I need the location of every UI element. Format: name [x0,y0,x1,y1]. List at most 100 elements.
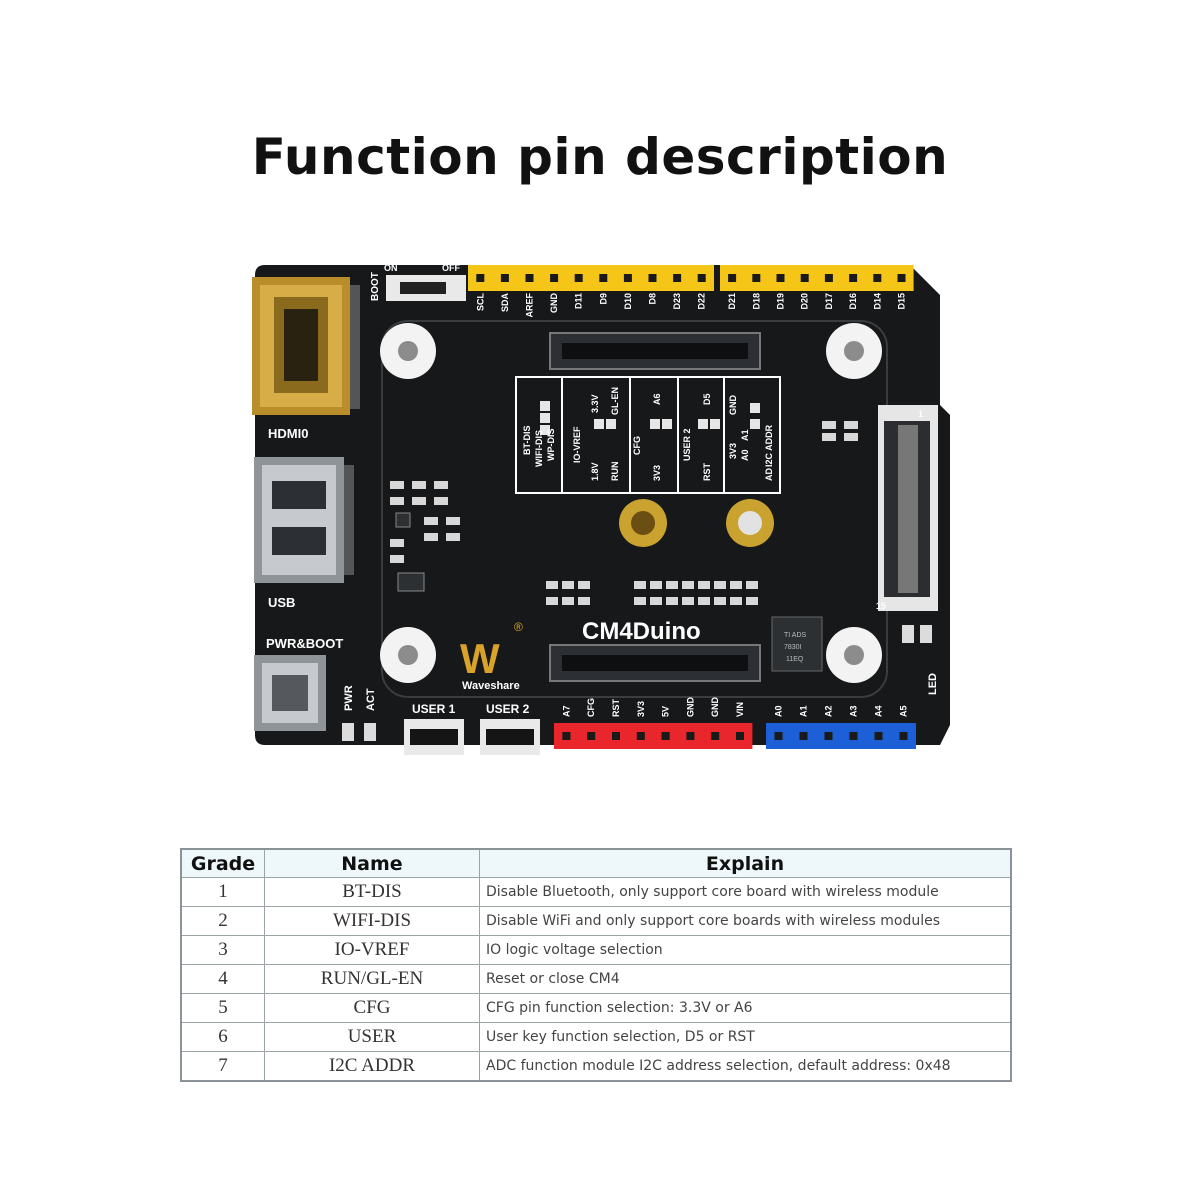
io-vref-top: 3.3V [590,394,600,413]
cell-name: CFG [264,993,480,1023]
header-explain: Explain [479,848,1012,878]
table-row: 6 USER User key function selection, D5 o… [180,1022,1012,1052]
top-right-header-pin [800,274,809,282]
svg-text:®: ® [514,620,523,634]
red-header-pin-label: VIN [735,702,745,717]
table-row: 5 CFG CFG pin function selection: 3.3V o… [180,993,1012,1023]
svg-text:TI ADS: TI ADS [784,632,807,639]
cm4duino-board: HDMI0 USB PWR&BOOT PWR ACT BOOT ON OFF S… [252,263,950,755]
top-left-header-pin [673,274,682,282]
top-left-header-pin-label: D10 [623,293,633,310]
gold-standoffs [619,499,774,547]
top-right-header-pin [824,274,833,282]
red-header-pin [587,732,596,740]
top-left-header-pin [550,274,559,282]
user-bottom: RST [702,462,712,481]
boot-off-label: OFF [442,263,460,273]
waveshare-logo: W ® [460,620,523,682]
cell-grade: 7 [180,1051,265,1082]
usb-c-port [254,655,326,731]
top-right-header-pin-label: D21 [727,293,737,310]
led-pwr-label: PWR [343,685,355,711]
led-act-label: ACT [365,688,377,711]
blue-header-pin-label: A0 [774,705,784,717]
user2-button[interactable] [480,719,540,755]
top-left-header-strip [468,265,714,291]
top-right-header-pin-label: D19 [776,293,786,310]
boot-on-label: ON [384,263,398,273]
blue-header-pin-label: A5 [899,705,909,717]
top-right-header-pin-label: D14 [872,293,882,310]
top-left-header-pin-label: D8 [648,293,658,305]
blue-header-pin-label: A4 [874,705,884,717]
red-header-pin-label: GND [710,697,720,718]
blue-header-pin [824,732,833,740]
top-right-header-pin [728,274,737,282]
blue-header-strip [766,723,916,749]
io-vref-label: IO-VREF [572,426,582,463]
red-header-pin-label: 5V [661,706,671,717]
wp-dis-label: WP-DIS [546,429,556,462]
top-left-header-pin-label: D9 [598,293,608,305]
top-left-header-pin [525,274,534,282]
hdmi-label: HDMI0 [268,426,308,441]
cell-grade: 2 [180,906,265,936]
led-label: LED [927,673,939,695]
top-right-header-pin-label: D15 [897,293,907,310]
top-left-header-pin-label: D11 [574,293,584,309]
header-grade: Grade [180,848,265,878]
cell-explain: Disable Bluetooth, only support core boa… [479,877,1012,907]
blue-header-pin [899,732,908,740]
adc-chip [771,616,823,672]
header-bottom-red [554,723,753,749]
top-left-header-pin-label: SCL [475,292,485,311]
user1-button[interactable] [404,719,464,755]
red-header-pin [562,732,571,740]
top-left-header-pin [476,274,485,282]
top-right-header-pin [897,274,906,282]
top-right-header-pin [873,274,882,282]
top-right-header-pin [849,274,858,282]
cell-explain: CFG pin function selection: 3.3V or A6 [479,993,1012,1023]
i2c-addr-label: I2C ADDR [764,424,774,467]
board-name: CM4Duino [582,618,701,645]
red-header-pin [686,732,695,740]
top-right-header-pin-label: D20 [800,293,810,310]
jumper-pins [540,401,760,435]
table-row: 1 BT-DIS Disable Bluetooth, only support… [180,877,1012,907]
top-right-header-strip [720,265,914,291]
usb-label: USB [268,595,295,610]
table-row: 4 RUN/GL-EN Reset or close CM4 [180,964,1012,994]
header-name: Name [264,848,480,878]
cell-grade: 1 [180,877,265,907]
cell-grade: 6 [180,1022,265,1052]
blue-header-pin-label: A3 [849,705,859,717]
top-right-header-pin-label: D16 [848,293,858,310]
cell-name: RUN/GL-EN [264,964,480,994]
top-left-header-pin-label: GND [549,293,559,314]
user1-label: USER 1 [412,702,456,716]
cfg-label: CFG [632,436,642,455]
top-left-header-pin-label: AREF [525,292,535,317]
cell-explain: User key function selection, D5 or RST [479,1022,1012,1052]
table-row: 3 IO-VREF IO logic voltage selection [180,935,1012,965]
run-label: RUN [610,462,620,482]
blue-header-pin-label: A1 [799,705,809,717]
top-left-header-pin [697,274,706,282]
cfg-bottom: 3V3 [652,465,662,481]
blue-header-pin [799,732,808,740]
top-right-header-pin-label: D17 [824,293,834,310]
svg-text:W: W [460,635,500,682]
blue-header-pin [874,732,883,740]
addr-a0: A0 [740,449,750,461]
cfg-top: A6 [652,393,662,405]
top-left-header-pin-label: D23 [672,293,682,310]
addr-3v3: 3V3 [728,443,738,459]
brand-label: Waveshare [462,680,520,692]
header-bottom-blue [766,723,916,749]
pwr-led [342,723,354,741]
act-led [364,723,376,741]
